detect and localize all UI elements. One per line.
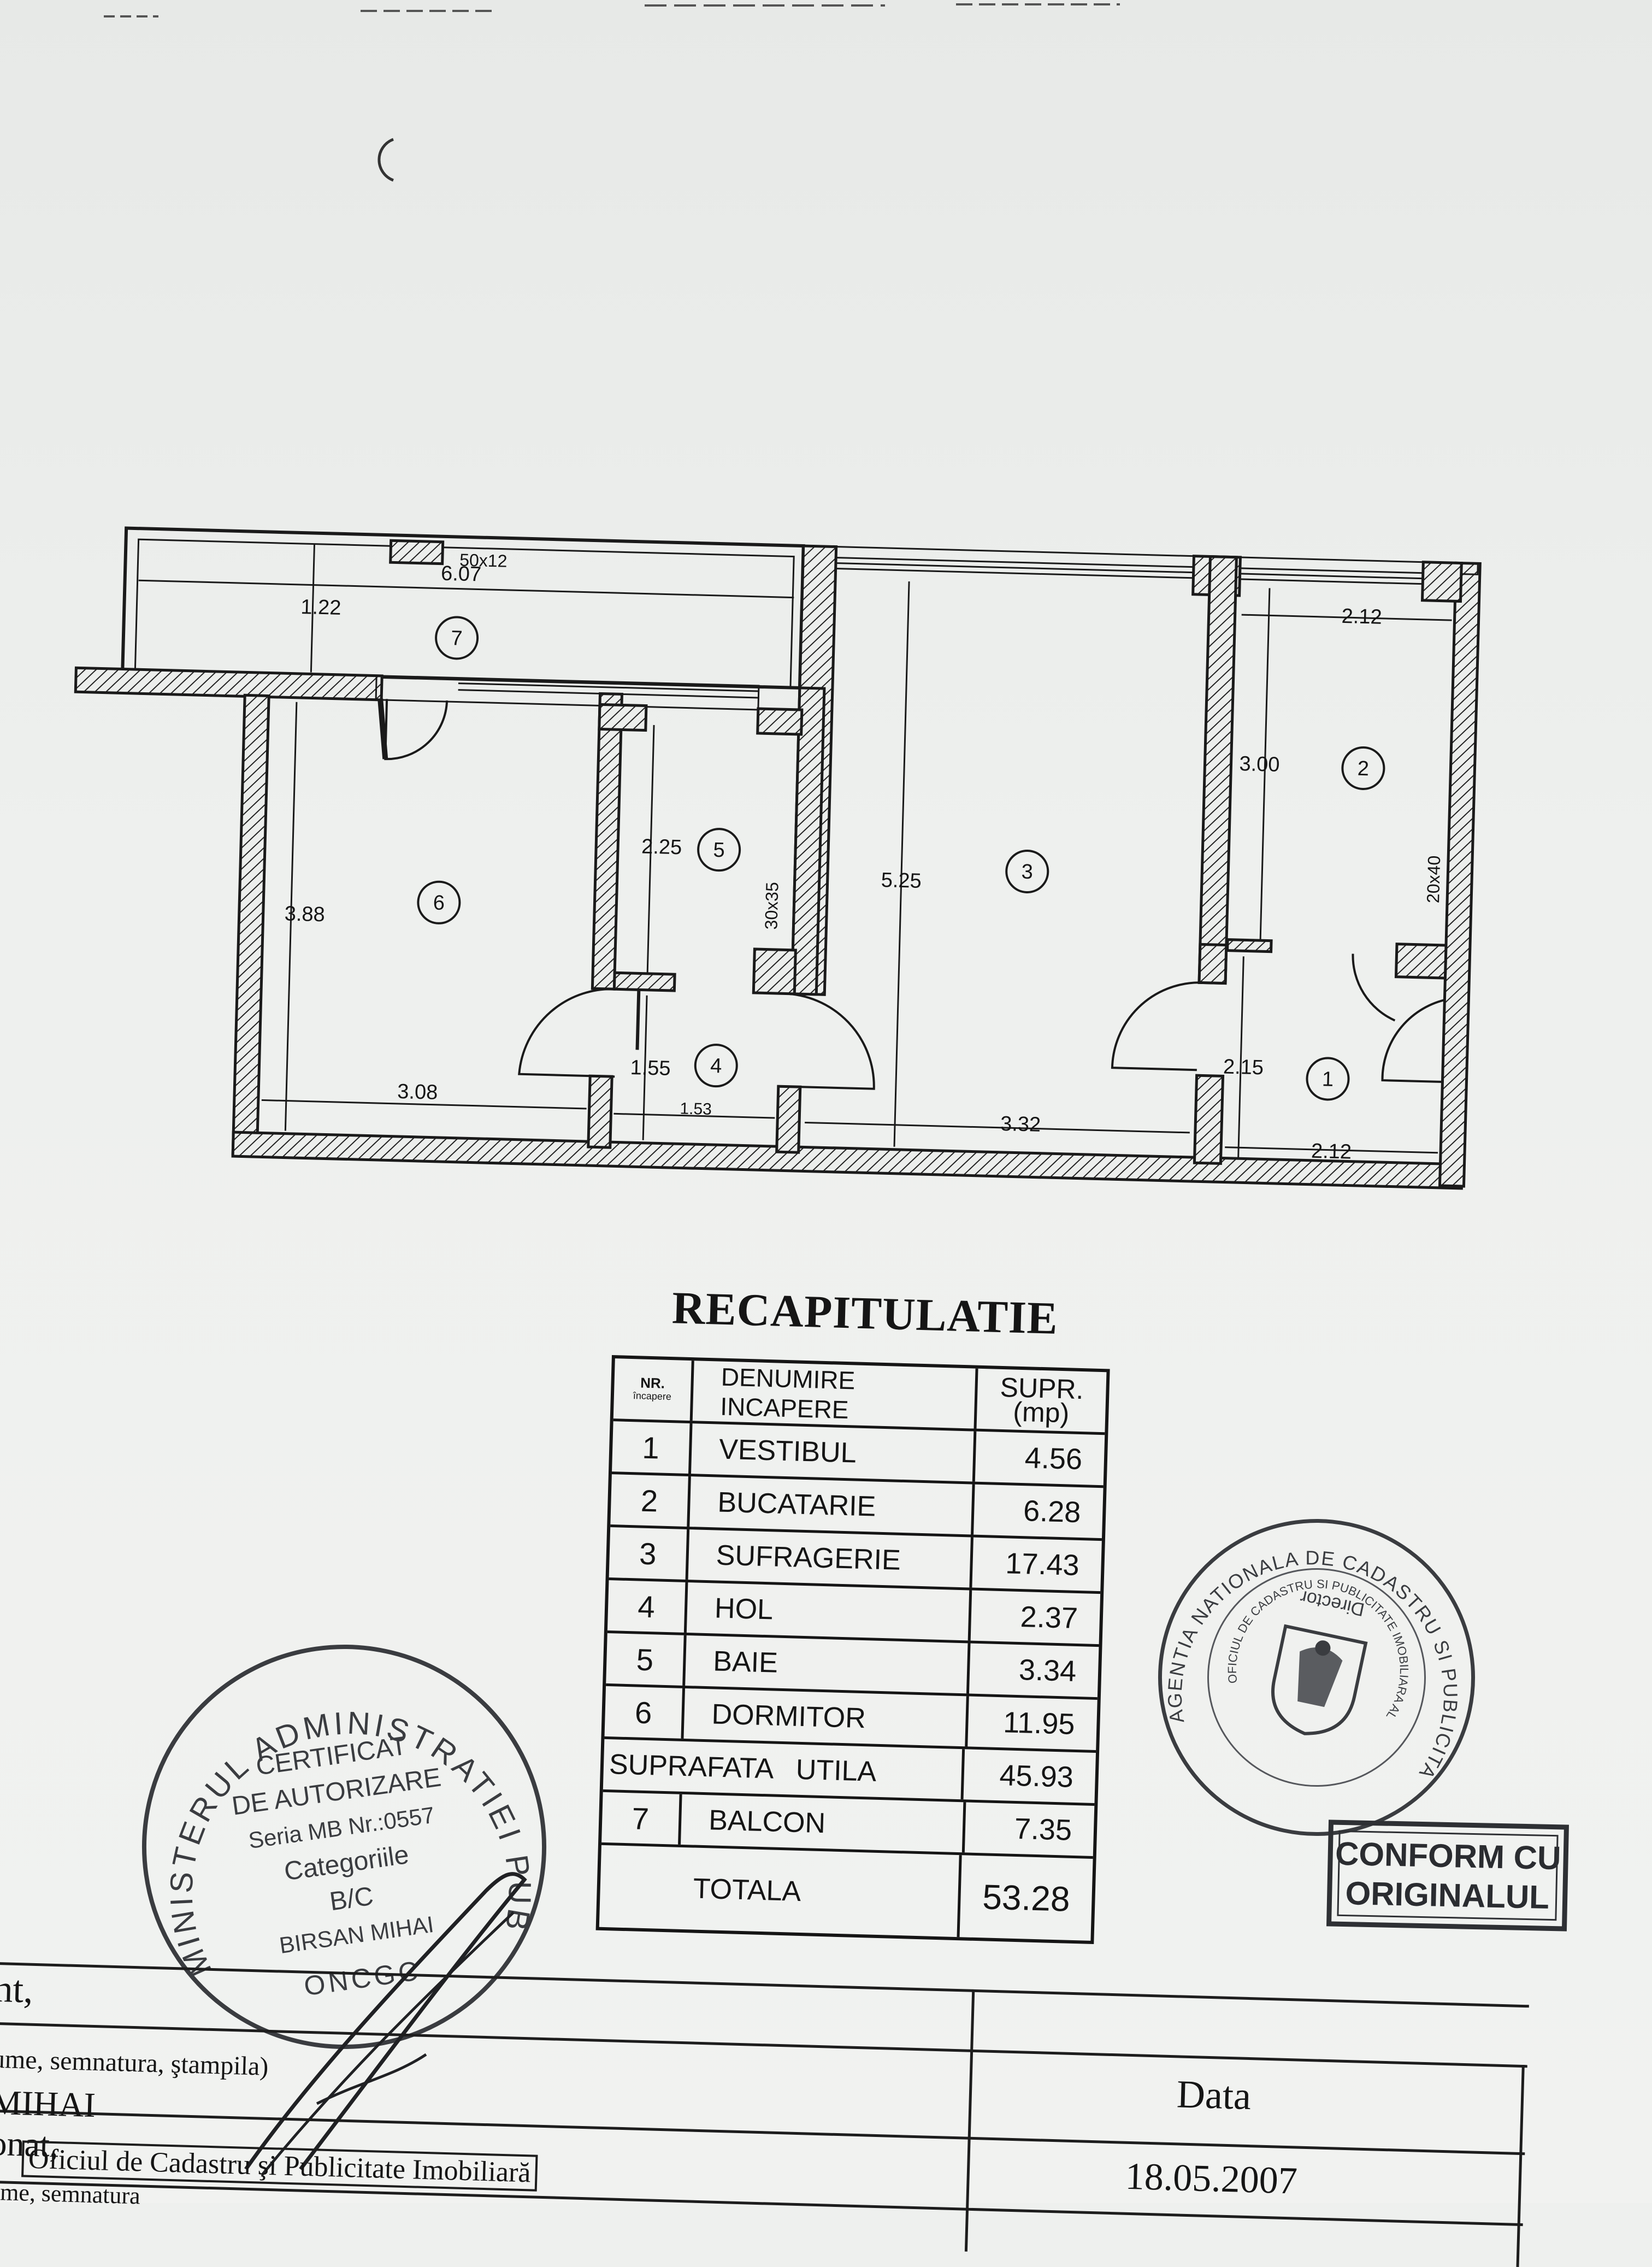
row-nr: 2 — [610, 1474, 691, 1527]
dim-2-12-top: 2.12 — [1341, 605, 1382, 629]
row-nr: 6 — [604, 1686, 686, 1739]
wall-bottom — [231, 1130, 1464, 1190]
row-name: BAIE — [685, 1635, 971, 1694]
dim-1-22: 1.22 — [300, 596, 341, 620]
pillar-30x35: 30x35 — [761, 882, 782, 930]
row-name: HOL — [686, 1582, 972, 1641]
top-edge-marks — [104, 3, 1120, 17]
dim-2-15: 2.15 — [1223, 1055, 1264, 1079]
row-value: 4.56 — [1024, 1441, 1083, 1476]
footer-form: nt, ume, semnatura, ştampila) MIHAI onat… — [0, 1962, 1529, 2267]
dim-3-88: 3.88 — [284, 902, 325, 926]
row-name: SUFRAGERIE — [688, 1529, 974, 1588]
row-name: DORMITOR — [683, 1688, 969, 1747]
row-nr: 4 — [607, 1580, 688, 1633]
header-supr: SUPR. (mp) — [999, 1371, 1084, 1429]
row-name: BUCATARIE — [689, 1476, 975, 1535]
dim-3-08: 3.08 — [397, 1080, 438, 1104]
footer-fragment-mihai: MIHAI — [0, 2082, 96, 2125]
dim-5-25: 5.25 — [881, 869, 922, 893]
row-nr: 1 — [612, 1421, 693, 1474]
total-row: TOTALA 53.28 — [599, 1845, 1093, 1941]
row-nr: 3 — [609, 1527, 690, 1580]
dim-2-12-bottom: 2.12 — [1311, 1140, 1352, 1164]
room-number-2: 2 — [1357, 757, 1369, 781]
header-nr: NR. încapere — [613, 1358, 694, 1421]
room-number-1: 1 — [1321, 1068, 1334, 1091]
footer-fragment-ume: ume, semnatura, ştampila) — [0, 2044, 269, 2081]
row-name: VESTIBUL — [691, 1423, 977, 1482]
dim-3-32: 3.32 — [1000, 1112, 1041, 1137]
row-nr: 5 — [606, 1633, 687, 1686]
recap-table: NR. încapere DENUMIRE INCAPERE SUPR. (mp… — [595, 1355, 1110, 1945]
ministry-stamp: MINISTERUL ADMINISTRATIEI PUBLICE CERTIF… — [116, 1618, 573, 2075]
room-number-3: 3 — [1021, 861, 1033, 884]
total-value: 53.28 — [982, 1877, 1071, 1919]
footer-fragment-nt: nt, — [0, 1968, 34, 2011]
agency-stamp: AGENTIA NATIONALA DE CADASTRU SI PUBLICI… — [1129, 1489, 1504, 1865]
coat-of-arms-icon — [1271, 1624, 1368, 1735]
room-number-7: 7 — [451, 627, 463, 650]
total-label: TOTALA — [599, 1845, 962, 1938]
pillar-20x40: 20x40 — [1423, 855, 1444, 903]
pillar-50x12: 50x12 — [459, 550, 508, 571]
dim-3-00: 3.00 — [1239, 752, 1280, 776]
dim-2-25: 2.25 — [641, 835, 682, 859]
wall-right — [1438, 561, 1482, 1188]
dim-1-53: 1.53 — [680, 1099, 712, 1118]
utila-label: SUPRAFATA UTILA — [603, 1739, 965, 1800]
room-number-6: 6 — [433, 892, 445, 915]
dim-6-07: 6.07 — [441, 562, 482, 586]
wall-left — [231, 693, 270, 1156]
data-value: 18.05.2007 — [1124, 2155, 1298, 2203]
room-number-4: 4 — [710, 1055, 722, 1078]
row-value: 17.43 — [1005, 1547, 1080, 1582]
row-value: 2.37 — [1019, 1600, 1078, 1635]
wall-balcony-floor — [74, 666, 384, 702]
balcon-nr: 7 — [601, 1792, 682, 1845]
conform-stamp: CONFORM CU ORIGINALUL — [1326, 1820, 1569, 1932]
dim-1-55: 1.55 — [630, 1056, 671, 1080]
balcon-name: BALCON — [681, 1794, 966, 1853]
header-name: DENUMIRE INCAPERE — [692, 1361, 978, 1429]
recap-title: RECAPITULATIE — [671, 1282, 1059, 1344]
data-label: Data — [1176, 2072, 1252, 2118]
floor-plan: 1 2 3 4 5 6 7 6.07 1.22 3.88 3.08 2.25 1… — [74, 138, 1482, 1190]
balcon-value: 7.35 — [1014, 1812, 1072, 1847]
room-number-5: 5 — [713, 839, 725, 862]
row-value: 3.34 — [1018, 1653, 1077, 1688]
utila-value: 45.93 — [999, 1759, 1074, 1794]
row-value: 11.95 — [1002, 1706, 1076, 1741]
signature-scribble — [244, 1872, 527, 2176]
row-value: 6.28 — [1023, 1494, 1082, 1529]
footer-fragment-ume2: ume, semnatura — [0, 2178, 141, 2210]
